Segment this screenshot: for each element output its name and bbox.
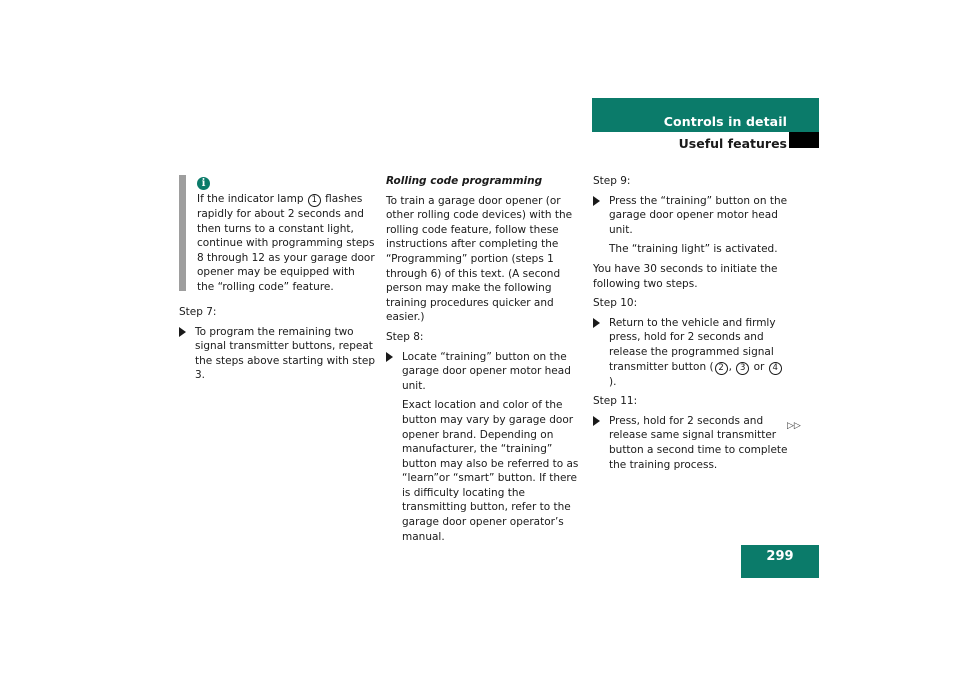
- bullet-arrow-icon: [593, 415, 600, 426]
- bullet-arrow-icon: [386, 351, 393, 362]
- header-corner-block: [789, 132, 819, 148]
- section-title: Useful features: [678, 136, 787, 151]
- ref-3: 3: [736, 361, 750, 375]
- step8-label: Step 8:: [386, 330, 424, 343]
- step8-note: Exact location and color of the button m…: [402, 399, 579, 543]
- continued-mark: ▷▷: [787, 421, 801, 431]
- step10-label: Step 10:: [593, 297, 638, 310]
- info-text: If the indicator lamp 1 flashes rapidly …: [197, 193, 375, 293]
- column-1: Step 7: To program the remaining two sig…: [179, 305, 375, 383]
- info-box: i If the indicator lamp 1 flashes rapidl…: [179, 175, 375, 293]
- bullet-arrow-icon: [179, 326, 186, 337]
- rolling-code-intro: To train a garage door opener (or other …: [386, 194, 573, 324]
- step8-bullet: Locate “training” button on the garage d…: [386, 350, 579, 394]
- column-3: Step 9: Press the “training” button on t…: [593, 174, 788, 472]
- thirty-seconds-text: You have 30 seconds to initiate the foll…: [593, 262, 778, 290]
- ref-1: 1: [307, 194, 321, 207]
- ref-4: 4: [768, 361, 782, 375]
- bullet-arrow-icon: [593, 317, 600, 328]
- step9-bullet: Press the “training” button on the ga­ra…: [593, 194, 788, 238]
- chapter-header-bar: Controls in detail: [592, 98, 819, 132]
- step11-bullet: Press, hold for 2 seconds and release sa…: [593, 414, 788, 472]
- section-header: Useful features: [592, 132, 819, 151]
- page-number: 299: [741, 545, 819, 578]
- chapter-title: Controls in detail: [663, 114, 787, 129]
- step7-bullet: To program the remaining two signal tran…: [179, 325, 375, 383]
- step7-label: Step 7:: [179, 306, 217, 318]
- step11-label: Step 11:: [593, 395, 638, 408]
- bullet-arrow-icon: [593, 195, 600, 206]
- step10-bullet: Return to the vehicle and firmly press, …: [593, 316, 788, 389]
- info-icon: i: [197, 177, 210, 190]
- step9-note: The “training light” is activated.: [609, 243, 778, 256]
- step9-label: Step 9:: [593, 175, 631, 187]
- rolling-code-heading: Rolling code programming: [386, 175, 543, 187]
- ref-2: 2: [714, 361, 728, 375]
- column-2: Rolling code programming To train a gara…: [386, 174, 579, 549]
